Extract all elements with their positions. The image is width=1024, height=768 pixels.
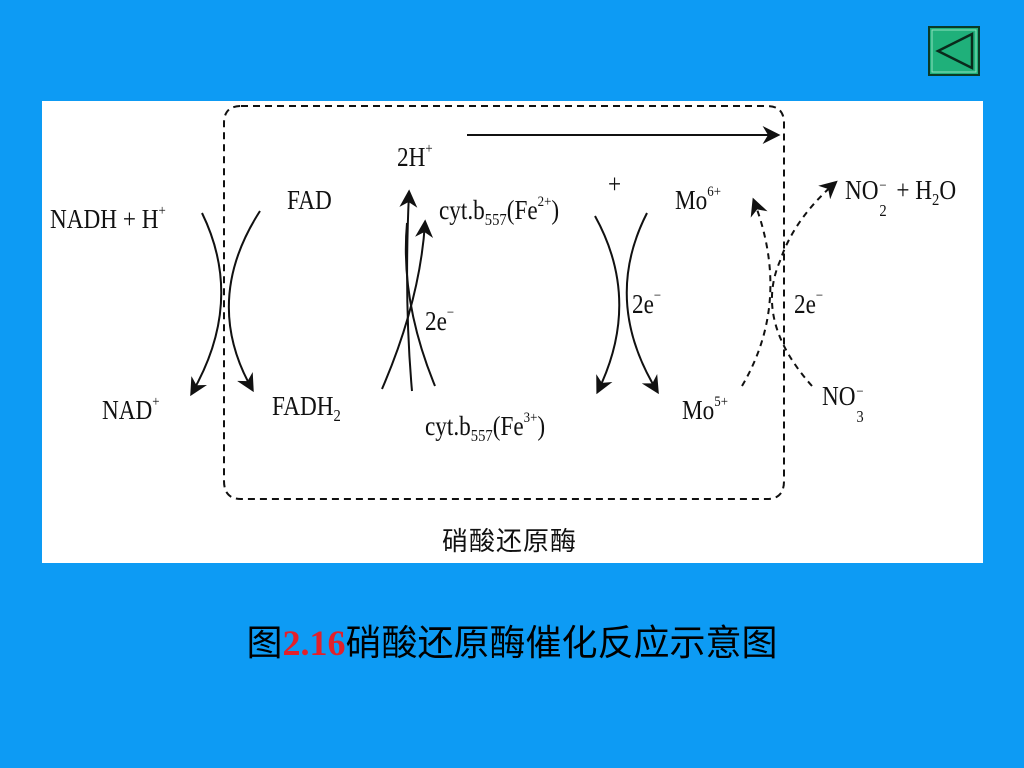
cyt-oxidized-label: cyt.b557(Fe3+) <box>425 410 546 445</box>
nav-back-button[interactable] <box>928 26 980 76</box>
figure-caption: 图2.16硝酸还原酶催化反应示意图 <box>0 614 1024 666</box>
mo6-label: Mo6+ <box>675 184 721 215</box>
reaction-diagram <box>190 105 838 500</box>
triangle-left-icon <box>928 26 980 76</box>
electron-label-3: 2e− <box>794 288 824 319</box>
nad-label: NAD+ <box>102 394 160 425</box>
caption-text: 硝酸还原酶催化反应示意图 <box>345 623 778 664</box>
fad-label: FAD <box>287 185 332 215</box>
electron-label-1: 2e− <box>425 305 455 336</box>
enzyme-box <box>223 105 785 500</box>
proton-branch <box>381 219 434 390</box>
diagram-panel: NADH + H+ NAD+ FAD FADH2 2H+ cyt.b557(Fe… <box>42 101 983 563</box>
caption-prefix: 图 <box>246 623 283 664</box>
proton-curve <box>399 189 418 392</box>
fadh2-curve <box>404 222 436 387</box>
fad-curve <box>227 210 261 393</box>
fadh2-label: FADH2 <box>272 391 341 425</box>
no3-label: NO−3 <box>822 381 864 426</box>
proton-label: 2H+ <box>397 141 433 172</box>
cyt-plus-label: + <box>608 169 622 199</box>
caption-number: 2.16 <box>282 623 346 663</box>
no3-curve <box>770 180 838 387</box>
mo-curve <box>625 212 659 395</box>
nadh-label: NADH + H+ <box>50 203 166 234</box>
no2-water-label: NO−2 + H2O <box>845 175 957 220</box>
cyt-curve <box>594 215 621 395</box>
cyt-reduced-label: cyt.b557(Fe2+) <box>439 194 560 229</box>
electron-label-2: 2e− <box>632 288 662 319</box>
mo5-label: Mo5+ <box>682 394 728 425</box>
enzyme-label: 硝酸还原酶 <box>442 527 578 557</box>
nadh-curve <box>190 212 223 397</box>
mo5-curve <box>741 197 772 387</box>
